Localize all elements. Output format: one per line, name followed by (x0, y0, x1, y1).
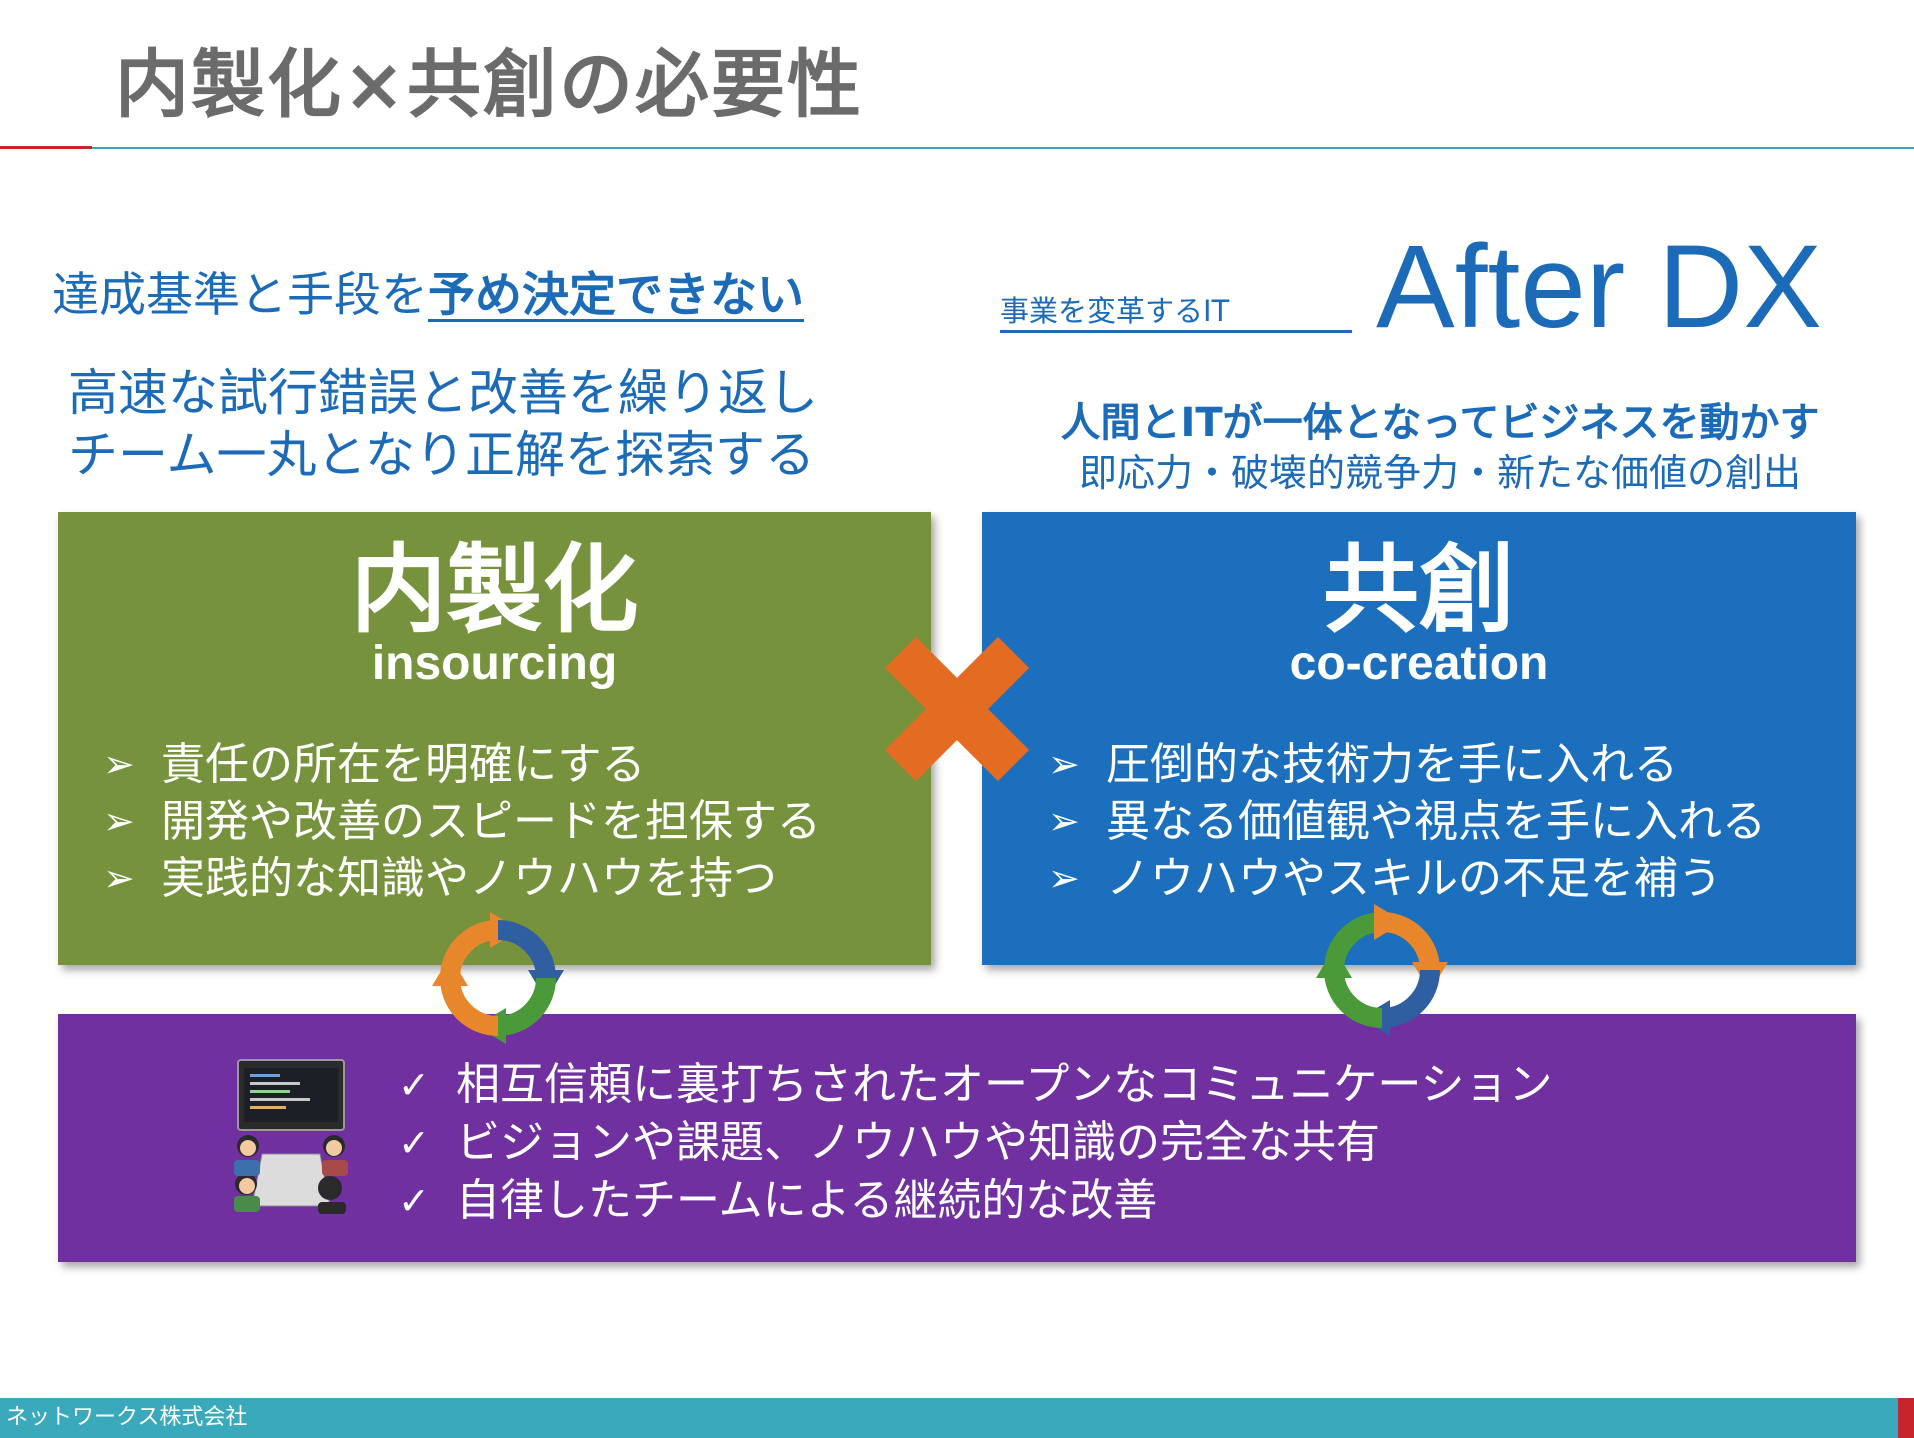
team-bullet-list: ✓相互信頼に裏打ちされたオープンなコミュニケーション ✓ビジョンや課題、ノウハウ… (398, 1056, 1552, 1230)
list-item: ➢実践的な知識やノウハウを持つ (103, 850, 821, 907)
left-description-line-2: チーム一丸となり正解を探索する (68, 426, 815, 484)
arrow-bullet-icon: ➢ (1048, 742, 1080, 786)
list-item: ➢責任の所在を明確にする (103, 736, 821, 793)
list-item: ✓相互信頼に裏打ちされたオープンなコミュニケーション (398, 1056, 1552, 1114)
check-icon: ✓ (398, 1121, 430, 1165)
slide-title: 内製化×共創の必要性 (115, 42, 864, 128)
list-item: ➢ノウハウやスキルの不足を補う (1048, 850, 1766, 907)
right-description-line-1: 人間とITが一体となってビジネスを動かす (1060, 400, 1820, 446)
cocreation-subtitle: co-creation (1289, 637, 1549, 690)
title-underline-teal (92, 147, 1914, 149)
list-item: ➢開発や改善のスピードを担保する (103, 793, 821, 850)
cycle-arrows-icon (1316, 904, 1448, 1036)
list-item: ✓自律したチームによる継続的な改善 (398, 1172, 1552, 1230)
insourcing-subtitle: insourcing (371, 637, 618, 690)
team-meeting-icon (234, 1059, 348, 1214)
list-item: ➢異なる価値観や視点を手に入れる (1048, 793, 1766, 850)
cycle-arrows-icon (432, 912, 564, 1044)
footer-company-name: ネットワークス株式会社 (6, 1405, 248, 1430)
right-description-line-2: 即応力・破壊的競争力・新たな価値の創出 (1078, 451, 1801, 495)
cocreation-title: 共創 (1323, 534, 1515, 646)
cocreation-box: 共創 co-creation ➢圧倒的な技術力を手に入れる ➢異なる価値観や視点… (982, 512, 1856, 965)
arrow-bullet-icon: ➢ (1048, 799, 1080, 843)
left-lead-text: 達成基準と手段を予め決定できない (52, 272, 804, 319)
insourcing-box: 内製化 insourcing ➢責任の所在を明確にする ➢開発や改善のスピードを… (58, 512, 931, 965)
arrow-bullet-icon: ➢ (1048, 856, 1080, 900)
left-description: 高速な試行錯誤と改善を繰り返し チーム一丸となり正解を探索する (68, 362, 818, 486)
insourcing-bullet-list: ➢責任の所在を明確にする ➢開発や改善のスピードを担保する ➢実践的な知識やノウ… (103, 736, 821, 907)
left-lead-plain: 達成基準と手段を (52, 268, 428, 323)
footer-bar (0, 1398, 1898, 1438)
list-item: ➢圧倒的な技術力を手に入れる (1048, 736, 1766, 793)
check-icon: ✓ (398, 1063, 430, 1107)
check-icon: ✓ (398, 1179, 430, 1223)
arrow-bullet-icon: ➢ (103, 799, 135, 843)
list-item: ✓ビジョンや課題、ノウハウや知識の完全な共有 (398, 1114, 1552, 1172)
arrow-bullet-icon: ➢ (103, 742, 135, 786)
after-dx-heading: After DX (1376, 221, 1822, 353)
arrow-bullet-icon: ➢ (103, 856, 135, 900)
insourcing-title: 内製化 (350, 534, 639, 646)
title-underline-red (0, 146, 92, 149)
cocreation-bullet-list: ➢圧倒的な技術力を手に入れる ➢異なる価値観や視点を手に入れる ➢ノウハウやスキ… (1048, 736, 1766, 907)
left-lead-emphasis: 予め決定できない (428, 268, 804, 323)
footer-accent (1898, 1398, 1914, 1438)
right-subheading-underline (1000, 330, 1352, 333)
right-subheading: 事業を変革するIT (1000, 294, 1230, 328)
left-description-line-1: 高速な試行錯誤と改善を繰り返し (68, 364, 818, 422)
cross-multiply-icon (884, 636, 1030, 782)
team-box: ✓相互信頼に裏打ちされたオープンなコミュニケーション ✓ビジョンや課題、ノウハウ… (58, 1014, 1856, 1262)
